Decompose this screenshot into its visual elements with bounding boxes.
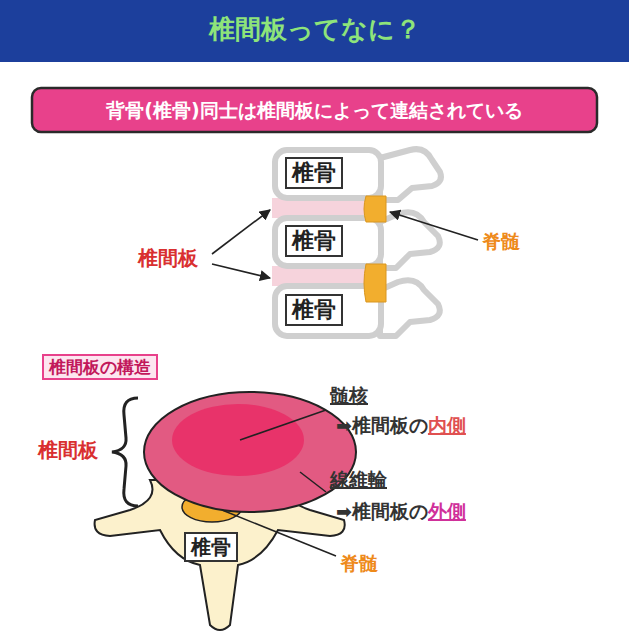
spine-side-view xyxy=(212,149,478,336)
cross-section xyxy=(95,392,356,630)
part-label: 脊髄 xyxy=(482,230,520,253)
note-emphasis: 内側 xyxy=(428,414,466,437)
vertebra-label-box: 椎骨 xyxy=(285,157,343,189)
subheading-box: 背骨(椎骨)同士は椎間板によって連結されている xyxy=(34,90,595,130)
bracket xyxy=(112,398,138,506)
section-heading-box: 椎間板の構造 xyxy=(42,354,158,380)
part-label: 椎間板 xyxy=(138,246,198,270)
part-label: 椎間板 xyxy=(38,438,98,462)
note-emphasis: 外側 xyxy=(428,500,466,523)
node-text: 椎骨 xyxy=(292,297,336,323)
node-text: 椎骨 xyxy=(292,160,336,186)
subheading-band xyxy=(32,88,597,132)
note: ➡椎間板の xyxy=(336,500,428,523)
node-text: 椎骨 xyxy=(191,535,231,559)
title-band xyxy=(0,0,629,62)
title: 椎間板ってなに？ xyxy=(0,14,629,45)
vertebra-label-box: 椎骨 xyxy=(285,294,343,326)
part-label: 脊髄 xyxy=(340,552,378,575)
node-text: 椎間板の構造 xyxy=(49,357,151,377)
nucleus-pulposus xyxy=(172,404,304,476)
node-text: 椎骨 xyxy=(292,228,336,254)
part-label: 髄核 xyxy=(330,384,368,407)
annulus-fibrosus xyxy=(144,392,356,512)
node-text: 背骨(椎骨)同士は椎間板によって連結されている xyxy=(106,99,522,122)
note: ➡椎間板の xyxy=(336,414,428,437)
vertebra-label-box: 椎骨 xyxy=(184,532,238,562)
part-label: 線維輪 xyxy=(330,468,387,491)
vertebra-label-box: 椎骨 xyxy=(285,225,343,257)
